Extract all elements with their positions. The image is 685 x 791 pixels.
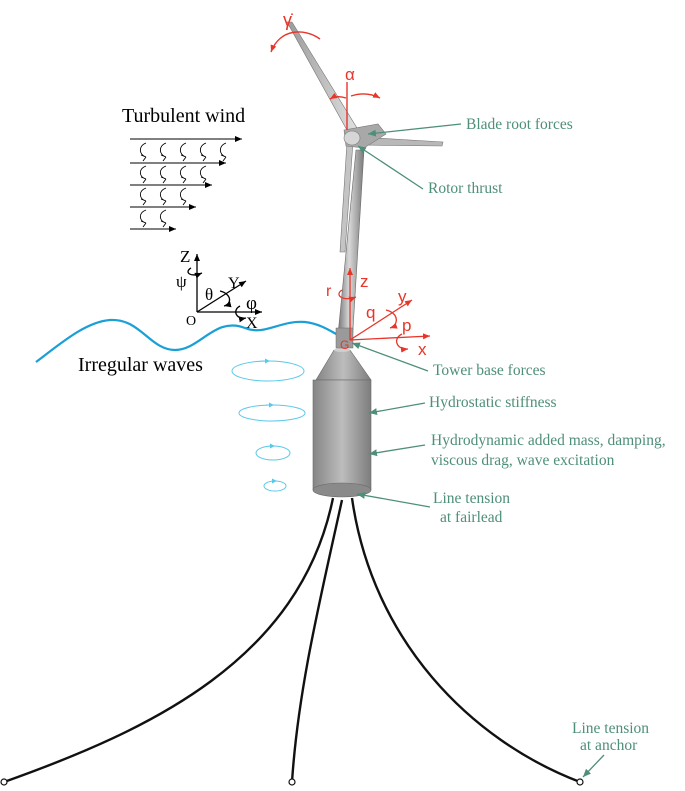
anchor-right [576, 778, 584, 786]
body-yaw-arc [338, 289, 357, 303]
rotor-speed-symbol: γ̇ [283, 10, 293, 30]
hydrostatic-leader [368, 402, 426, 416]
global-psi-label: ψ [176, 272, 187, 291]
wave-orbit-4 [263, 480, 287, 492]
turbulent-wind-label: Turbulent wind [122, 105, 245, 127]
anchor-leader [582, 754, 605, 778]
body-q-label: q [366, 303, 375, 322]
global-theta-label: θ [205, 285, 213, 304]
body-y-axis [349, 299, 413, 341]
roll-arc [235, 305, 247, 323]
rotor-thrust-label: Rotor thrust [428, 180, 503, 197]
wind-eddies [139, 142, 227, 228]
wave-orbits [231, 358, 306, 492]
global-z-label: Z [180, 247, 190, 266]
annotation-leaders [351, 123, 605, 778]
irregular-wave-line [35, 318, 343, 363]
wave-orbit-1 [231, 360, 305, 382]
cone-angle-symbol: α [345, 65, 355, 84]
hub [343, 130, 361, 146]
annotations: Blade root forces Rotor thrust Tower bas… [428, 116, 666, 754]
rotor-motion [270, 31, 381, 130]
rotor-speed-arc [270, 31, 321, 53]
global-phi-label: φ [246, 293, 257, 314]
hydrodynamic-label-line2: viscous drag, wave excitation [431, 452, 615, 469]
wind-arrows [130, 136, 242, 232]
yaw-arc [187, 267, 203, 279]
body-origin-label: G [340, 338, 349, 352]
rotor [286, 21, 444, 253]
cone-angle-arc-right [350, 92, 381, 99]
mooring-line-left [3, 497, 335, 784]
global-x-label: X [246, 315, 258, 332]
tower-base-leader [351, 342, 429, 372]
fairlead-label-line1: Line tension [433, 490, 510, 507]
wave-orbit-2 [238, 404, 306, 422]
global-y-label: Y [228, 275, 240, 292]
body-y-label: y [398, 287, 407, 306]
hydrodynamic-label-line1: Hydrodynamic added mass, damping, [431, 432, 666, 449]
spar-buoy [312, 348, 372, 498]
body-z-label: z [360, 272, 369, 291]
cone-angle-arc-left [329, 92, 347, 100]
body-pitch-arc [385, 309, 398, 329]
blade-root-leader [367, 123, 462, 137]
anchor-label-line2: at anchor [580, 737, 638, 754]
hydrostatic-stiffness-label: Hydrostatic stiffness [429, 394, 557, 411]
body-x-axis [349, 333, 431, 341]
wave-orbit-3 [255, 445, 291, 461]
rotor-thrust-leader [357, 145, 424, 190]
global-origin-label: O [186, 314, 196, 329]
anchor-label-line1: Line tension [572, 720, 649, 737]
anchors [0, 778, 584, 786]
tower-base-forces-label: Tower base forces [433, 362, 546, 379]
body-p-label: p [402, 316, 411, 335]
mooring-line-right [350, 497, 581, 784]
fairlead-label-line2: at fairlead [440, 509, 503, 526]
blade-root-forces-label: Blade root forces [466, 116, 573, 133]
mooring-line-center [290, 499, 344, 783]
body-r-label: r [326, 283, 332, 300]
anchor-center [288, 778, 296, 786]
body-roll-arc [395, 333, 409, 353]
hydrodynamic-leader [368, 444, 426, 457]
irregular-waves-label: Irregular waves [78, 354, 203, 376]
body-x-label: x [418, 340, 427, 359]
fairlead-leader [356, 491, 431, 508]
mooring-lines [3, 497, 581, 784]
body-frame [338, 268, 431, 353]
pitch-arc [219, 290, 232, 308]
anchor-left [0, 778, 8, 786]
global-frame [187, 254, 262, 323]
global-y-axis [196, 280, 247, 313]
